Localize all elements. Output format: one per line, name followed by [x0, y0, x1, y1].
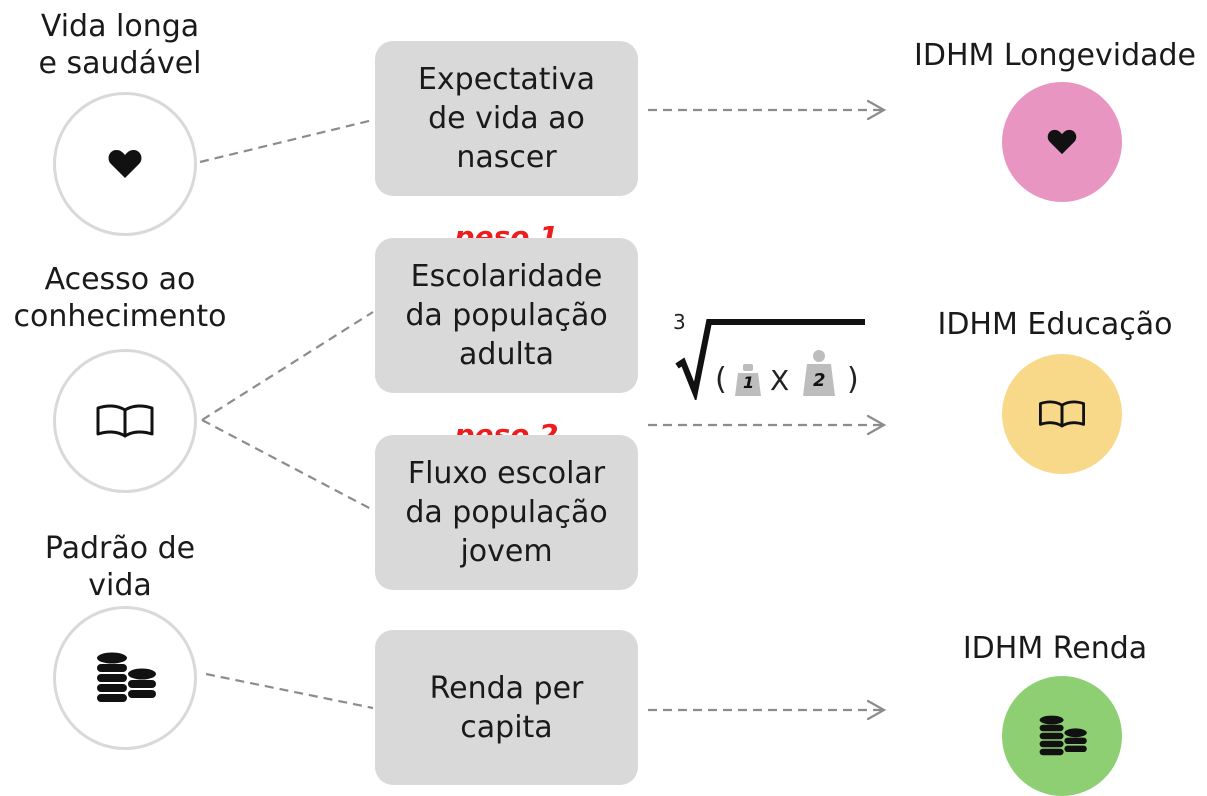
book-icon	[1039, 400, 1085, 428]
coins-icon	[1039, 715, 1087, 756]
indicator-label-fluxo: Fluxo escolar da população jovem	[405, 456, 608, 569]
indicator-label-escolaridade: Escolaridade da população adulta	[405, 259, 608, 372]
indicator-label-expectativa: Expectativa de vida ao nascer	[417, 62, 596, 175]
connector-conhecimento-fluxo	[201, 419, 374, 511]
output-label-longevidade: IDHM Longevidade	[914, 38, 1196, 73]
arrowhead-educacao	[866, 414, 887, 436]
radical-sign	[675, 319, 865, 400]
close-paren: )	[847, 362, 859, 397]
arrowhead-renda	[866, 699, 887, 721]
output-label-renda: IDHM Renda	[962, 631, 1148, 666]
connector-vida-expectativa	[199, 118, 374, 164]
dimension-circle-padrao	[53, 606, 197, 750]
formula: 3 ( 1 X 2 )	[665, 300, 875, 400]
dimension-circle-conhecimento	[53, 349, 197, 493]
indicator-label-renda: Renda per capita	[429, 670, 584, 745]
weight-2-icon	[803, 350, 835, 396]
connector-padrao-renda	[205, 672, 374, 710]
coins-icon	[97, 652, 156, 702]
indicator-box-renda: Renda per capita	[375, 630, 638, 785]
heart-icon	[108, 150, 142, 178]
dimension-label-vida: Vida longa e saudável	[38, 9, 202, 81]
weight-1-icon	[735, 364, 761, 396]
dimension-circle-vida	[53, 92, 197, 236]
arrowhead-longevidade	[866, 99, 887, 121]
book-icon	[96, 404, 154, 438]
output-circle-longevidade	[1002, 82, 1122, 202]
dimension-label-conhecimento: Acesso ao conhecimento	[13, 262, 227, 334]
indicator-box-escolaridade: Escolaridade da população adulta	[375, 238, 638, 393]
indicator-box-fluxo: Fluxo escolar da população jovem	[375, 435, 638, 590]
open-paren: (	[715, 362, 727, 397]
weight-1-number: 1	[743, 373, 755, 392]
output-circle-educacao	[1002, 354, 1122, 474]
times-sign: X	[770, 364, 790, 397]
output-label-educacao: IDHM Educação	[937, 307, 1173, 342]
indicator-box-expectativa: Expectativa de vida ao nascer	[375, 41, 638, 196]
heart-icon	[1047, 129, 1077, 155]
dimension-label-padrao: Padrão de vida	[44, 531, 196, 603]
root-index: 3	[673, 310, 686, 334]
connector-conhecimento-escolaridade	[201, 311, 374, 421]
output-circle-renda	[1002, 676, 1122, 796]
weight-2-number: 2	[813, 370, 826, 391]
